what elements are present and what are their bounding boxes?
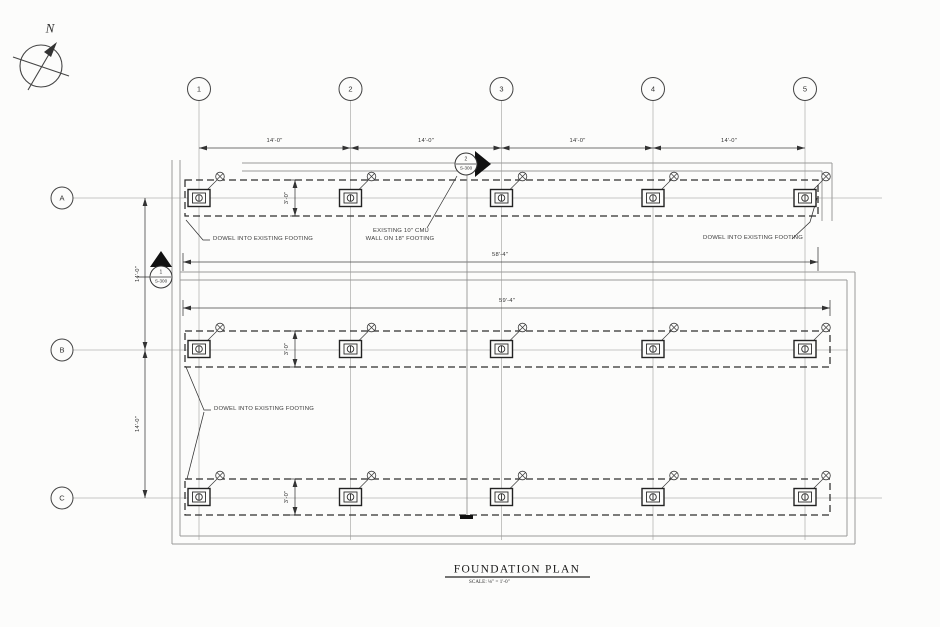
dim-strip-width-b: 3'-0": [284, 342, 291, 356]
dimension-arrowhead: [292, 180, 298, 188]
grid-bubble-label-5: 5: [802, 84, 808, 94]
dimension-arrowhead: [292, 359, 298, 367]
dimension-arrowhead: [645, 145, 653, 151]
footing-with-anchor-tag: [793, 470, 831, 507]
dimension-arrowhead: [292, 208, 298, 216]
dim-strip-width-a: 3'-0": [284, 191, 291, 205]
marker1-sheet: S-300: [154, 278, 168, 284]
dim-bay-2: 14'-0": [418, 138, 434, 145]
grid-bubble-label-2: 2: [348, 84, 353, 94]
note-cmu-line1: EXISTING 10" CMU: [372, 228, 430, 235]
grid-bubble-label-a: A: [59, 193, 65, 203]
footing-with-anchor-tag: [641, 470, 679, 507]
dimension-arrowhead: [183, 305, 191, 311]
drawing-scale-note: SCALE: ⅛" = 1'-0": [469, 580, 510, 585]
dim-bay-1: 14'-0": [266, 138, 283, 145]
dimension-arrowhead: [822, 305, 830, 311]
grid-bubble-label-b: B: [59, 345, 65, 355]
dimension-arrowheads: [142, 145, 830, 515]
footing-with-anchor-tag: [793, 171, 831, 208]
dimension-arrowhead: [810, 259, 818, 265]
dimension-arrowhead: [292, 331, 298, 339]
dim-overall-bottom: 59'-4": [499, 298, 515, 305]
note-dowel-top-left: DOWEL INTO EXISTING FOOTING: [213, 236, 313, 242]
dim-row-spacing-bc: 14'-0": [135, 416, 142, 432]
dim-strip-width-c: 3'-0": [284, 490, 291, 504]
grid-bubble-label-1: 1: [196, 84, 202, 94]
footing-with-anchor-tag: [641, 322, 679, 359]
north-label: N: [45, 20, 55, 36]
footing-with-anchor-tag: [187, 322, 226, 359]
footing-with-anchor-tag: [338, 470, 377, 507]
dimension-arrowhead: [142, 342, 148, 350]
dimension-arrowhead: [493, 145, 502, 151]
dim-bay-3: 14'-0": [569, 138, 586, 145]
building-wall-outline: [171, 160, 856, 545]
section-cut-bottom-tick: [460, 515, 473, 519]
marker2-number: 2: [464, 156, 468, 162]
dimension-arrowhead: [653, 145, 661, 151]
dimension-arrowhead: [142, 198, 148, 206]
footing-strips-dashed: [184, 179, 831, 516]
dimension-arrowhead: [142, 490, 148, 498]
dimension-arrowhead: [501, 145, 510, 151]
dimension-arrowhead: [350, 145, 359, 151]
grid-bubbles: [50, 77, 817, 510]
footing-with-anchor-tag: [187, 171, 226, 208]
dim-bay-4: 14'-0": [721, 138, 737, 145]
footing-with-anchor-tag: [489, 470, 528, 507]
footing-with-anchor-tag: [338, 171, 377, 208]
footing-with-anchor-tag: [489, 322, 528, 359]
footing-with-anchor-tag: [793, 322, 831, 359]
dimension-arrowhead: [183, 259, 191, 265]
grid-bubble-label-4: 4: [650, 84, 656, 94]
footings-group: [187, 171, 831, 507]
note-dowel-top-right: DOWEL INTO EXISTING FOOTING: [703, 235, 803, 241]
dim-row-spacing-ab: 14'-0": [135, 266, 142, 282]
footing-with-anchor-tag: [187, 470, 226, 507]
dimension-arrowhead: [292, 507, 298, 515]
marker1-number: 1: [159, 269, 163, 275]
dimension-arrowhead: [342, 145, 351, 151]
dimension-arrowhead: [292, 479, 298, 487]
note-dowel-mid-left: DOWEL INTO EXISTING FOOTING: [214, 406, 314, 412]
dimension-arrowhead: [199, 145, 207, 151]
dimension-arrowhead: [142, 350, 148, 358]
footing-with-anchor-tag: [641, 171, 679, 208]
section-marker-1: [138, 251, 173, 289]
drawing-title: FOUNDATION PLAN: [453, 563, 581, 576]
dimension-arrowhead: [797, 145, 805, 151]
grid-bubble-label-c: C: [59, 493, 65, 503]
north-arrow-icon: [12, 42, 70, 91]
grid-bubble-label-3: 3: [499, 84, 504, 94]
footing-with-anchor-tag: [338, 322, 377, 359]
dim-overall-top: 58'-4": [492, 252, 508, 259]
section-marker-2: [454, 151, 491, 177]
marker2-sheet: S-300: [459, 165, 473, 171]
note-cmu-line2: WALL ON 18" FOOTING: [365, 235, 435, 242]
footing-with-anchor-tag: [489, 171, 528, 208]
